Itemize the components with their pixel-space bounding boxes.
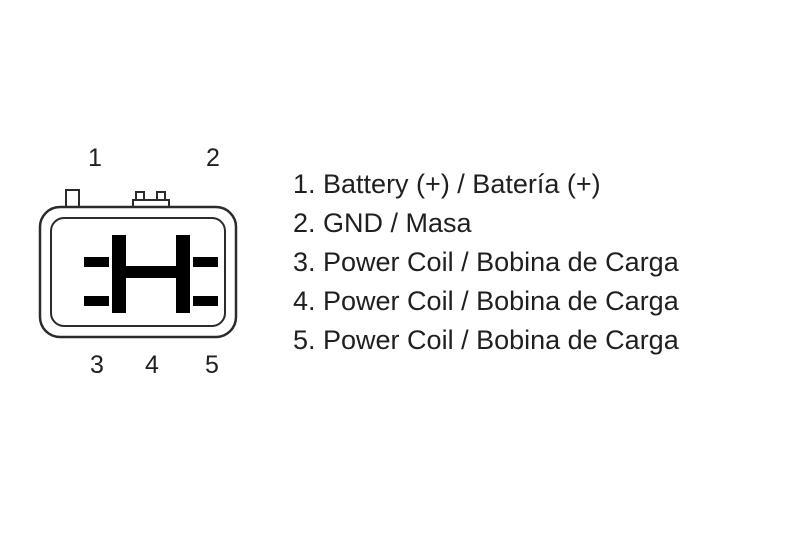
pinout-legend: 1. Battery (+) / Batería (+) 2. GND / Ma…	[293, 165, 679, 360]
legend-line-1: 1. Battery (+) / Batería (+)	[293, 169, 601, 199]
connector-drawing	[38, 189, 238, 339]
terminal-dash-mid-right	[193, 257, 218, 267]
legend-line-3: 3. Power Coil / Bobina de Carga	[293, 247, 679, 277]
terminal-dash-mid-left	[84, 257, 109, 267]
pin-label-3: 3	[90, 351, 104, 379]
pin-label-1: 1	[88, 144, 102, 172]
terminal-dash-bottom-right	[193, 296, 218, 306]
terminal-blade-vertical-right	[176, 235, 190, 313]
terminal-crossbar	[122, 266, 180, 278]
legend-line-5: 5. Power Coil / Bobina de Carga	[293, 325, 679, 355]
pin-label-2: 2	[206, 144, 220, 172]
legend-line-2: 2. GND / Masa	[293, 208, 472, 238]
pin-label-5: 5	[205, 351, 219, 379]
pin-label-4: 4	[145, 351, 159, 379]
terminal-dash-bottom-left	[84, 296, 109, 306]
legend-line-4: 4. Power Coil / Bobina de Carga	[293, 286, 679, 316]
terminal-blade-vertical-left	[112, 235, 126, 313]
